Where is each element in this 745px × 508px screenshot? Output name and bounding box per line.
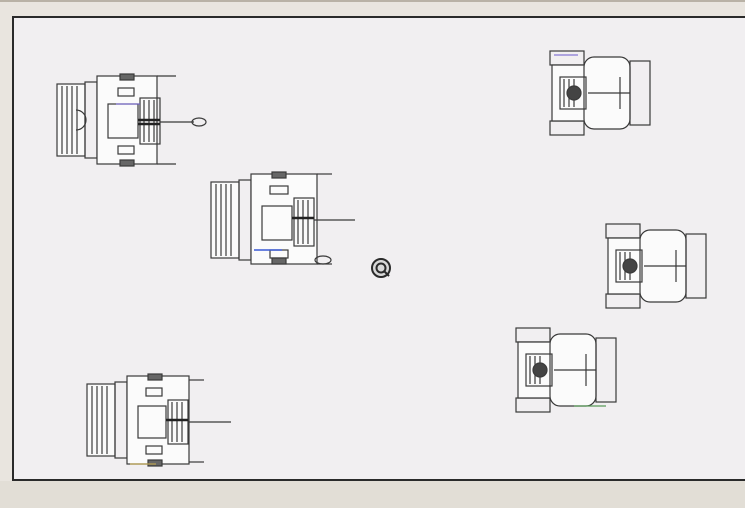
right-unit-3[interactable] (514, 324, 624, 416)
left-unit-1[interactable] (56, 70, 211, 170)
left-unit-2[interactable] (210, 170, 365, 270)
ball[interactable] (369, 256, 393, 280)
bottom-strip (0, 481, 745, 508)
tank-icon (514, 324, 624, 416)
tractor-icon (56, 70, 211, 170)
tank-icon (604, 220, 714, 312)
right-unit-2[interactable] (604, 220, 714, 312)
right-unit-1[interactable] (548, 47, 658, 139)
ring-puck-icon (369, 256, 393, 280)
left-unit-3[interactable] (86, 374, 241, 474)
tractor-icon (86, 374, 241, 474)
tractor-icon (210, 170, 365, 270)
tank-icon (548, 47, 658, 139)
